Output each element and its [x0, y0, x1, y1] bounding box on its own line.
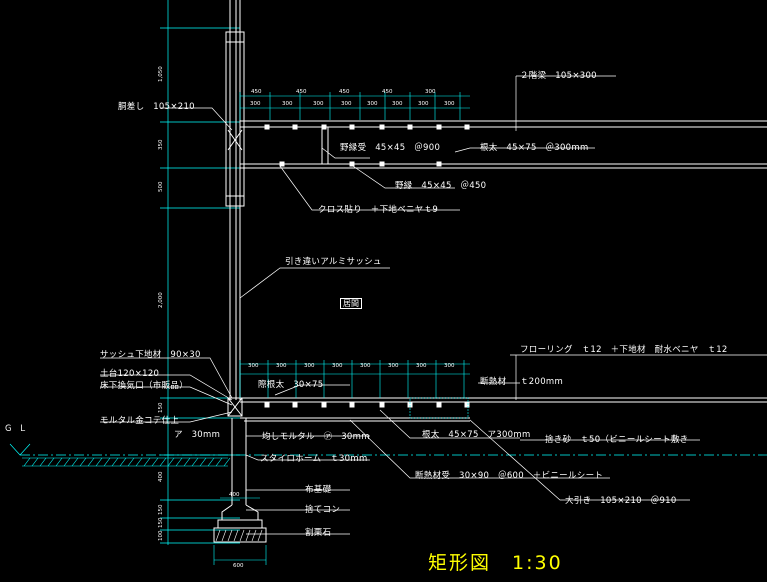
- label-nikai-beam: ２階梁 105×300: [520, 71, 597, 81]
- gravel-hatch: [215, 529, 263, 542]
- bdim-2: 600: [233, 563, 244, 569]
- vdim-5: 150: [158, 402, 164, 414]
- udim-2: 450: [296, 89, 307, 95]
- ldim-4: 300: [332, 363, 343, 369]
- bdim-1: 400: [229, 492, 240, 498]
- vdim-4: 2,000: [158, 292, 164, 308]
- vdim-6: 400: [158, 471, 164, 483]
- vdim-9: 100: [158, 530, 164, 542]
- ldim-3: 300: [304, 363, 315, 369]
- label-kamoi: 胴差し 105×210: [118, 102, 195, 112]
- label-vent: 床下換気口（市販品）: [100, 381, 189, 391]
- vdim-1: 1,050: [158, 66, 164, 82]
- leader-lines: [100, 75, 767, 535]
- gl-label: ＧＬ: [4, 424, 34, 434]
- label-mortar-t: ア 30mm: [174, 430, 221, 440]
- label-styro: スタイロホーム ｔ30mm: [260, 454, 368, 464]
- udim-12: 300: [418, 101, 429, 107]
- udim-5: 300: [425, 89, 436, 95]
- wall-column: [225, 0, 245, 400]
- label-cloth: クロス貼り ＋下地ベニヤｔ9: [318, 205, 439, 215]
- label-noen-2: 野縁 45×45 ＠450: [395, 181, 487, 191]
- ldim-7: 300: [416, 363, 427, 369]
- bottom-dimension: [213, 497, 267, 565]
- first-floor-structure: [227, 397, 767, 422]
- ldim-6: 300: [388, 363, 399, 369]
- label-nunokiso: 布基礎: [305, 485, 332, 495]
- ground-line: [9, 443, 767, 456]
- udim-4: 450: [382, 89, 393, 95]
- label-sash-base: サッシュ下地材 90×30: [100, 350, 201, 360]
- lower-dimension-chain: [239, 360, 470, 398]
- label-mortar: モルタル金コテ仕上: [100, 416, 180, 426]
- udim-3: 450: [339, 89, 350, 95]
- udim-9: 300: [341, 101, 352, 107]
- label-mortar2: 均しモルタル ㋐ 30mm: [262, 432, 370, 442]
- upper-dimension-chain: [239, 92, 470, 120]
- label-wariguri: 割栗石: [305, 528, 332, 538]
- ground-hatch-marks: [23, 457, 231, 467]
- label-dan-1-t: ｔ200mm: [520, 377, 564, 387]
- udim-6: 300: [250, 101, 261, 107]
- ldim-1: 300: [248, 363, 259, 369]
- vdim-2: 350: [158, 139, 164, 151]
- drawing-title: 矩形図 1:30: [428, 552, 563, 574]
- label-obiki: 大引き 105×210 ＠910: [565, 496, 677, 506]
- udim-7: 300: [282, 101, 293, 107]
- ldim-2: 300: [276, 363, 287, 369]
- label-flooring: フローリング ｔ12 ＋下地材 耐水ベニヤ ｔ12: [520, 345, 728, 355]
- vdim-3: 500: [158, 181, 164, 193]
- label-sand: 捨き砂 ｔ50（ビニールシート敷き: [545, 435, 689, 445]
- foundation: [213, 418, 267, 543]
- udim-13: 300: [444, 101, 455, 107]
- label-neda-1: 根太 45×75 ＠300mm: [480, 143, 589, 153]
- second-floor-structure: [240, 120, 767, 169]
- label-dodai: 土台120×120: [100, 369, 160, 379]
- udim-8: 300: [313, 101, 324, 107]
- label-sash: 引き違いアルミサッシュ: [285, 257, 382, 267]
- label-neda-2: 根太 45×75 ア300mm: [422, 430, 531, 440]
- udim-10: 300: [367, 101, 378, 107]
- insulation-hatch: [409, 397, 469, 419]
- label-sutecon: 捨てコン: [305, 505, 341, 515]
- room-label: 居間: [340, 298, 362, 309]
- vdim-8: 150: [158, 517, 164, 529]
- ldim-8: 300: [444, 363, 455, 369]
- udim-11: 300: [392, 101, 403, 107]
- vertical-dimension-line: [160, 0, 240, 545]
- vdim-7: 150: [158, 504, 164, 516]
- ldim-5: 300: [360, 363, 371, 369]
- udim-1: 450: [251, 89, 262, 95]
- label-kiwa-neda: 際根太 30×75: [258, 380, 324, 390]
- label-dan-2: 断熱材受 30×90 ＠600 ＋ビニールシート: [415, 471, 604, 481]
- label-dan-1: 断熱材: [480, 377, 507, 387]
- label-noen-1: 野縁受 45×45 ＠900: [340, 143, 441, 153]
